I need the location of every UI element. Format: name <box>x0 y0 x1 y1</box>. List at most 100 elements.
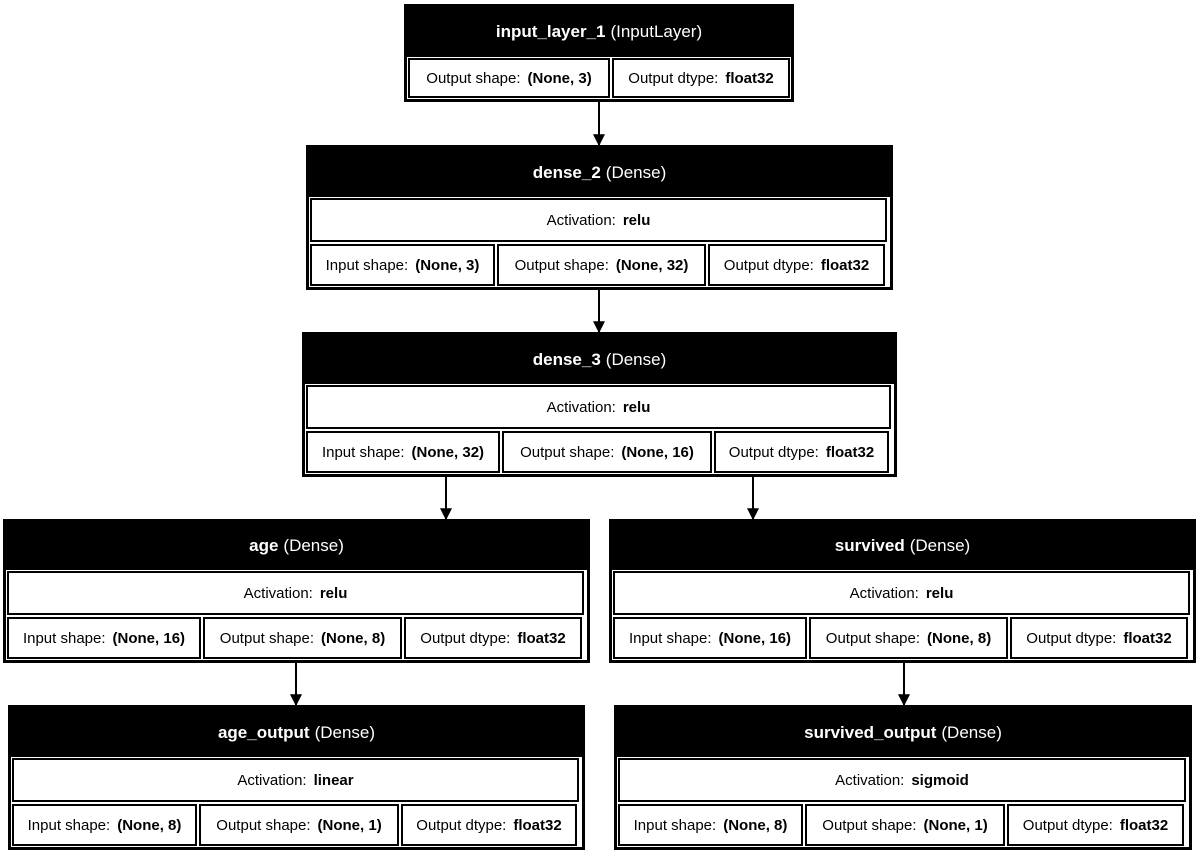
layer-name: survived_output <box>804 722 937 742</box>
activation-value: relu <box>622 398 651 416</box>
output-shape-value: (None, 16) <box>621 443 694 461</box>
shape-row: Input shape: (None, 8) Output shape: (No… <box>617 803 1189 847</box>
layer-type: (Dense) <box>605 162 667 182</box>
output-dtype-cell: Output dtype: float32 <box>612 58 790 98</box>
output-shape-value: (None, 8) <box>927 629 992 647</box>
node-age: age (Dense) Activation: relu Input shape… <box>3 519 590 663</box>
output-dtype-label: Output dtype: <box>416 816 507 834</box>
input-shape-label: Input shape: <box>22 629 106 647</box>
output-dtype-value: float32 <box>825 443 875 461</box>
output-shape-cell: Output shape: (None, 32) <box>497 244 706 286</box>
input-shape-cell: Input shape: (None, 3) <box>310 244 495 286</box>
activation-label: Activation: <box>546 211 616 229</box>
activation-row: Activation: relu <box>309 197 890 243</box>
layer-name: age <box>249 536 279 555</box>
output-shape-label: Output shape: <box>219 629 315 647</box>
shape-row: Output shape: (None, 3) Output dtype: fl… <box>407 57 791 99</box>
activation-value: relu <box>925 584 954 602</box>
output-shape-cell: Output shape: (None, 16) <box>502 431 712 473</box>
output-shape-label: Output shape: <box>426 69 521 87</box>
input-shape-value: (None, 16) <box>112 629 186 647</box>
activation-label: Activation: <box>243 584 313 602</box>
input-shape-label: Input shape: <box>628 629 712 647</box>
output-shape-cell: Output shape: (None, 8) <box>809 617 1008 659</box>
output-shape-cell: Output shape: (None, 3) <box>408 58 610 98</box>
output-shape-value: (None, 3) <box>527 69 592 87</box>
activation-value: relu <box>319 584 348 602</box>
output-shape-label: Output shape: <box>520 443 615 461</box>
output-dtype-cell: Output dtype: float32 <box>708 244 885 286</box>
layer-type: (Dense) <box>314 722 376 742</box>
output-dtype-cell: Output dtype: float32 <box>404 617 582 659</box>
node-header: dense_2 (Dense) <box>309 148 890 197</box>
output-dtype-label: Output dtype: <box>728 443 819 461</box>
activation-cell: Activation: sigmoid <box>618 758 1186 802</box>
output-shape-label: Output shape: <box>825 629 921 647</box>
node-header: input_layer_1 (InputLayer) <box>407 7 791 57</box>
node-header: survived (Dense) <box>612 522 1193 570</box>
activation-row: Activation: linear <box>11 757 582 803</box>
layer-name: age_output <box>217 722 310 742</box>
input-shape-cell: Input shape: (None, 8) <box>12 804 197 846</box>
activation-label: Activation: <box>849 584 919 602</box>
input-shape-value: (None, 16) <box>718 629 792 647</box>
activation-label: Activation: <box>237 771 307 789</box>
output-dtype-value: float32 <box>820 256 870 274</box>
activation-cell: Activation: relu <box>306 385 891 429</box>
output-shape-value: (None, 1) <box>317 816 382 834</box>
input-shape-label: Input shape: <box>325 256 409 274</box>
node-header: age_output (Dense) <box>11 708 582 757</box>
output-dtype-label: Output dtype: <box>628 69 719 87</box>
input-shape-value: (None, 3) <box>415 256 480 274</box>
output-dtype-label: Output dtype: <box>723 256 814 274</box>
output-dtype-value: float32 <box>725 69 774 87</box>
shape-row: Input shape: (None, 3) Output shape: (No… <box>309 243 890 287</box>
input-shape-value: (None, 8) <box>117 816 182 834</box>
activation-row: Activation: relu <box>612 570 1193 616</box>
node-survived-output: survived_output (Dense) Activation: sigm… <box>614 705 1192 850</box>
layer-name: dense_3 <box>532 349 601 369</box>
output-dtype-value: float32 <box>1119 816 1169 834</box>
activation-row: Activation: sigmoid <box>617 757 1189 803</box>
output-dtype-cell: Output dtype: float32 <box>401 804 577 846</box>
layer-name: input_layer_1 <box>495 22 606 41</box>
output-shape-cell: Output shape: (None, 1) <box>199 804 399 846</box>
layer-name: dense_2 <box>532 162 601 182</box>
activation-row: Activation: relu <box>305 384 894 430</box>
layer-type: (InputLayer) <box>610 22 703 41</box>
output-shape-value: (None, 32) <box>615 256 689 274</box>
input-shape-cell: Input shape: (None, 16) <box>613 617 807 659</box>
output-dtype-value: float32 <box>513 816 562 834</box>
shape-row: Input shape: (None, 32) Output shape: (N… <box>305 430 894 474</box>
output-dtype-label: Output dtype: <box>420 629 511 647</box>
activation-value: relu <box>622 211 651 229</box>
activation-row: Activation: relu <box>6 570 587 616</box>
output-dtype-value: float32 <box>1123 629 1172 647</box>
node-header: survived_output (Dense) <box>617 708 1189 757</box>
output-shape-cell: Output shape: (None, 8) <box>203 617 402 659</box>
activation-label: Activation: <box>546 398 616 416</box>
node-input-layer-1: input_layer_1 (InputLayer) Output shape:… <box>404 4 794 102</box>
output-dtype-cell: Output dtype: float32 <box>714 431 889 473</box>
output-shape-value: (None, 8) <box>321 629 386 647</box>
activation-cell: Activation: relu <box>7 571 584 615</box>
node-age-output: age_output (Dense) Activation: linear In… <box>8 705 585 850</box>
layer-type: (Dense) <box>605 349 667 369</box>
activation-value: linear <box>313 771 354 789</box>
layer-type: (Dense) <box>283 536 344 555</box>
activation-cell: Activation: linear <box>12 758 579 802</box>
output-dtype-cell: Output dtype: float32 <box>1010 617 1188 659</box>
node-header: age (Dense) <box>6 522 587 570</box>
activation-cell: Activation: relu <box>310 198 887 242</box>
shape-row: Input shape: (None, 8) Output shape: (No… <box>11 803 582 847</box>
node-survived: survived (Dense) Activation: relu Input … <box>609 519 1196 663</box>
output-dtype-value: float32 <box>517 629 566 647</box>
shape-row: Input shape: (None, 16) Output shape: (N… <box>612 616 1193 660</box>
layer-name: survived <box>834 536 905 555</box>
output-shape-label: Output shape: <box>822 816 917 834</box>
input-shape-value: (None, 8) <box>723 816 788 834</box>
input-shape-label: Input shape: <box>321 443 405 461</box>
input-shape-label: Input shape: <box>27 816 111 834</box>
output-dtype-cell: Output dtype: float32 <box>1007 804 1184 846</box>
